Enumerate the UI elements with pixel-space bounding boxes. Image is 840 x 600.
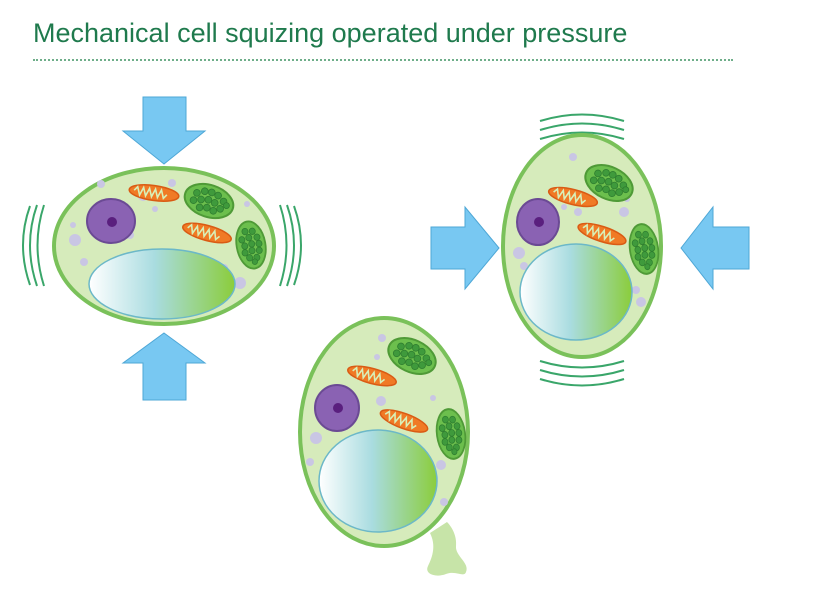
vibration-lines-right (279, 204, 302, 287)
cell-right (430, 113, 750, 387)
cell-bottom (298, 316, 470, 576)
vibration-lines-left (22, 204, 45, 287)
page-title: Mechanical cell squizing operated under … (33, 18, 628, 48)
cytoplasm-leak (427, 522, 467, 576)
vibration-lines-top (539, 113, 625, 140)
vacuole (519, 243, 633, 341)
arrow-up-icon (121, 332, 207, 401)
nucleolus (333, 403, 343, 413)
nucleolus (107, 217, 117, 227)
vesicles (513, 153, 646, 307)
vacuole (88, 248, 236, 320)
arrow-down-icon (121, 96, 207, 165)
vacuole (318, 429, 438, 533)
vibration-lines-bottom (539, 360, 625, 387)
nucleolus (534, 217, 544, 227)
cell-left (22, 96, 302, 401)
arrow-left-icon (680, 205, 750, 291)
arrow-right-icon (430, 205, 500, 291)
title-divider (33, 59, 733, 61)
